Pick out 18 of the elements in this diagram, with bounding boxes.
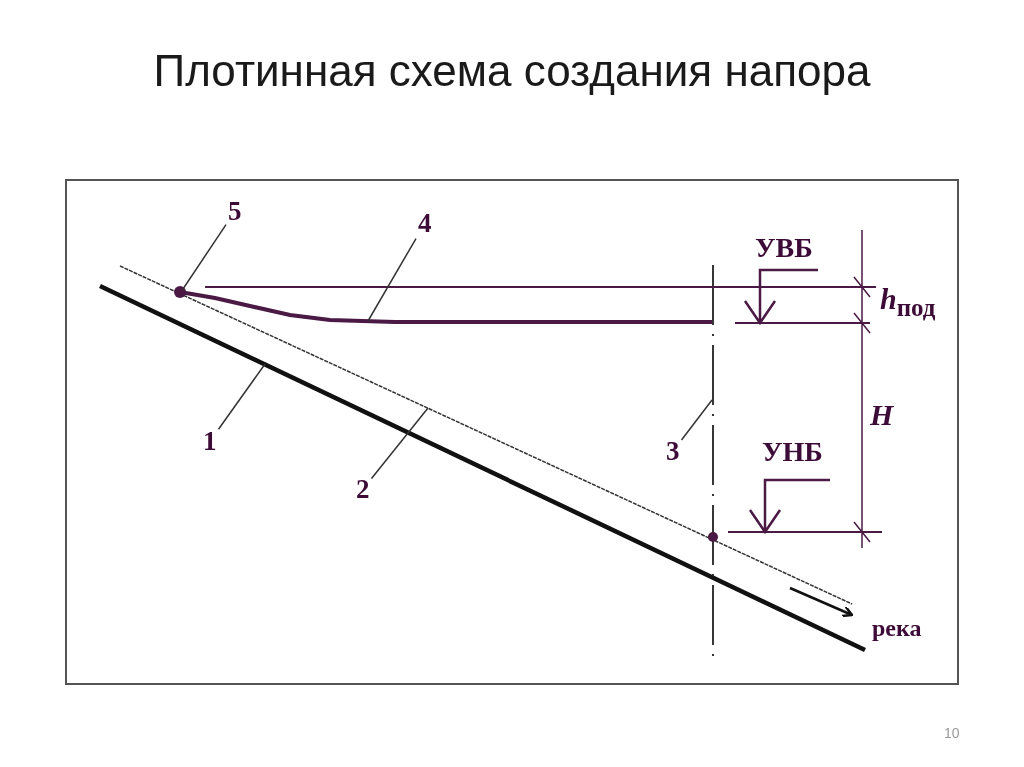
callout-number: 4 [418,210,432,237]
dimension-label: h$_{под}$ [880,284,936,320]
leader-line [367,237,417,322]
dimension-label: H [870,400,894,430]
level-label: УНБ [762,438,823,466]
title: Плотинная схема создания напора [152,45,872,97]
leader-line [217,363,266,430]
leader-line [370,407,429,480]
river-label: река [872,616,922,640]
callout-number: 1 [203,428,217,455]
point-marker [174,286,186,298]
callout-number: 2 [356,476,370,503]
callout-number: 5 [228,198,242,225]
slide-number: 10 [944,726,960,740]
leader-line [182,223,227,290]
level-label: УВБ [755,234,813,262]
callout-number: 3 [666,438,680,465]
leader-line [680,399,713,441]
